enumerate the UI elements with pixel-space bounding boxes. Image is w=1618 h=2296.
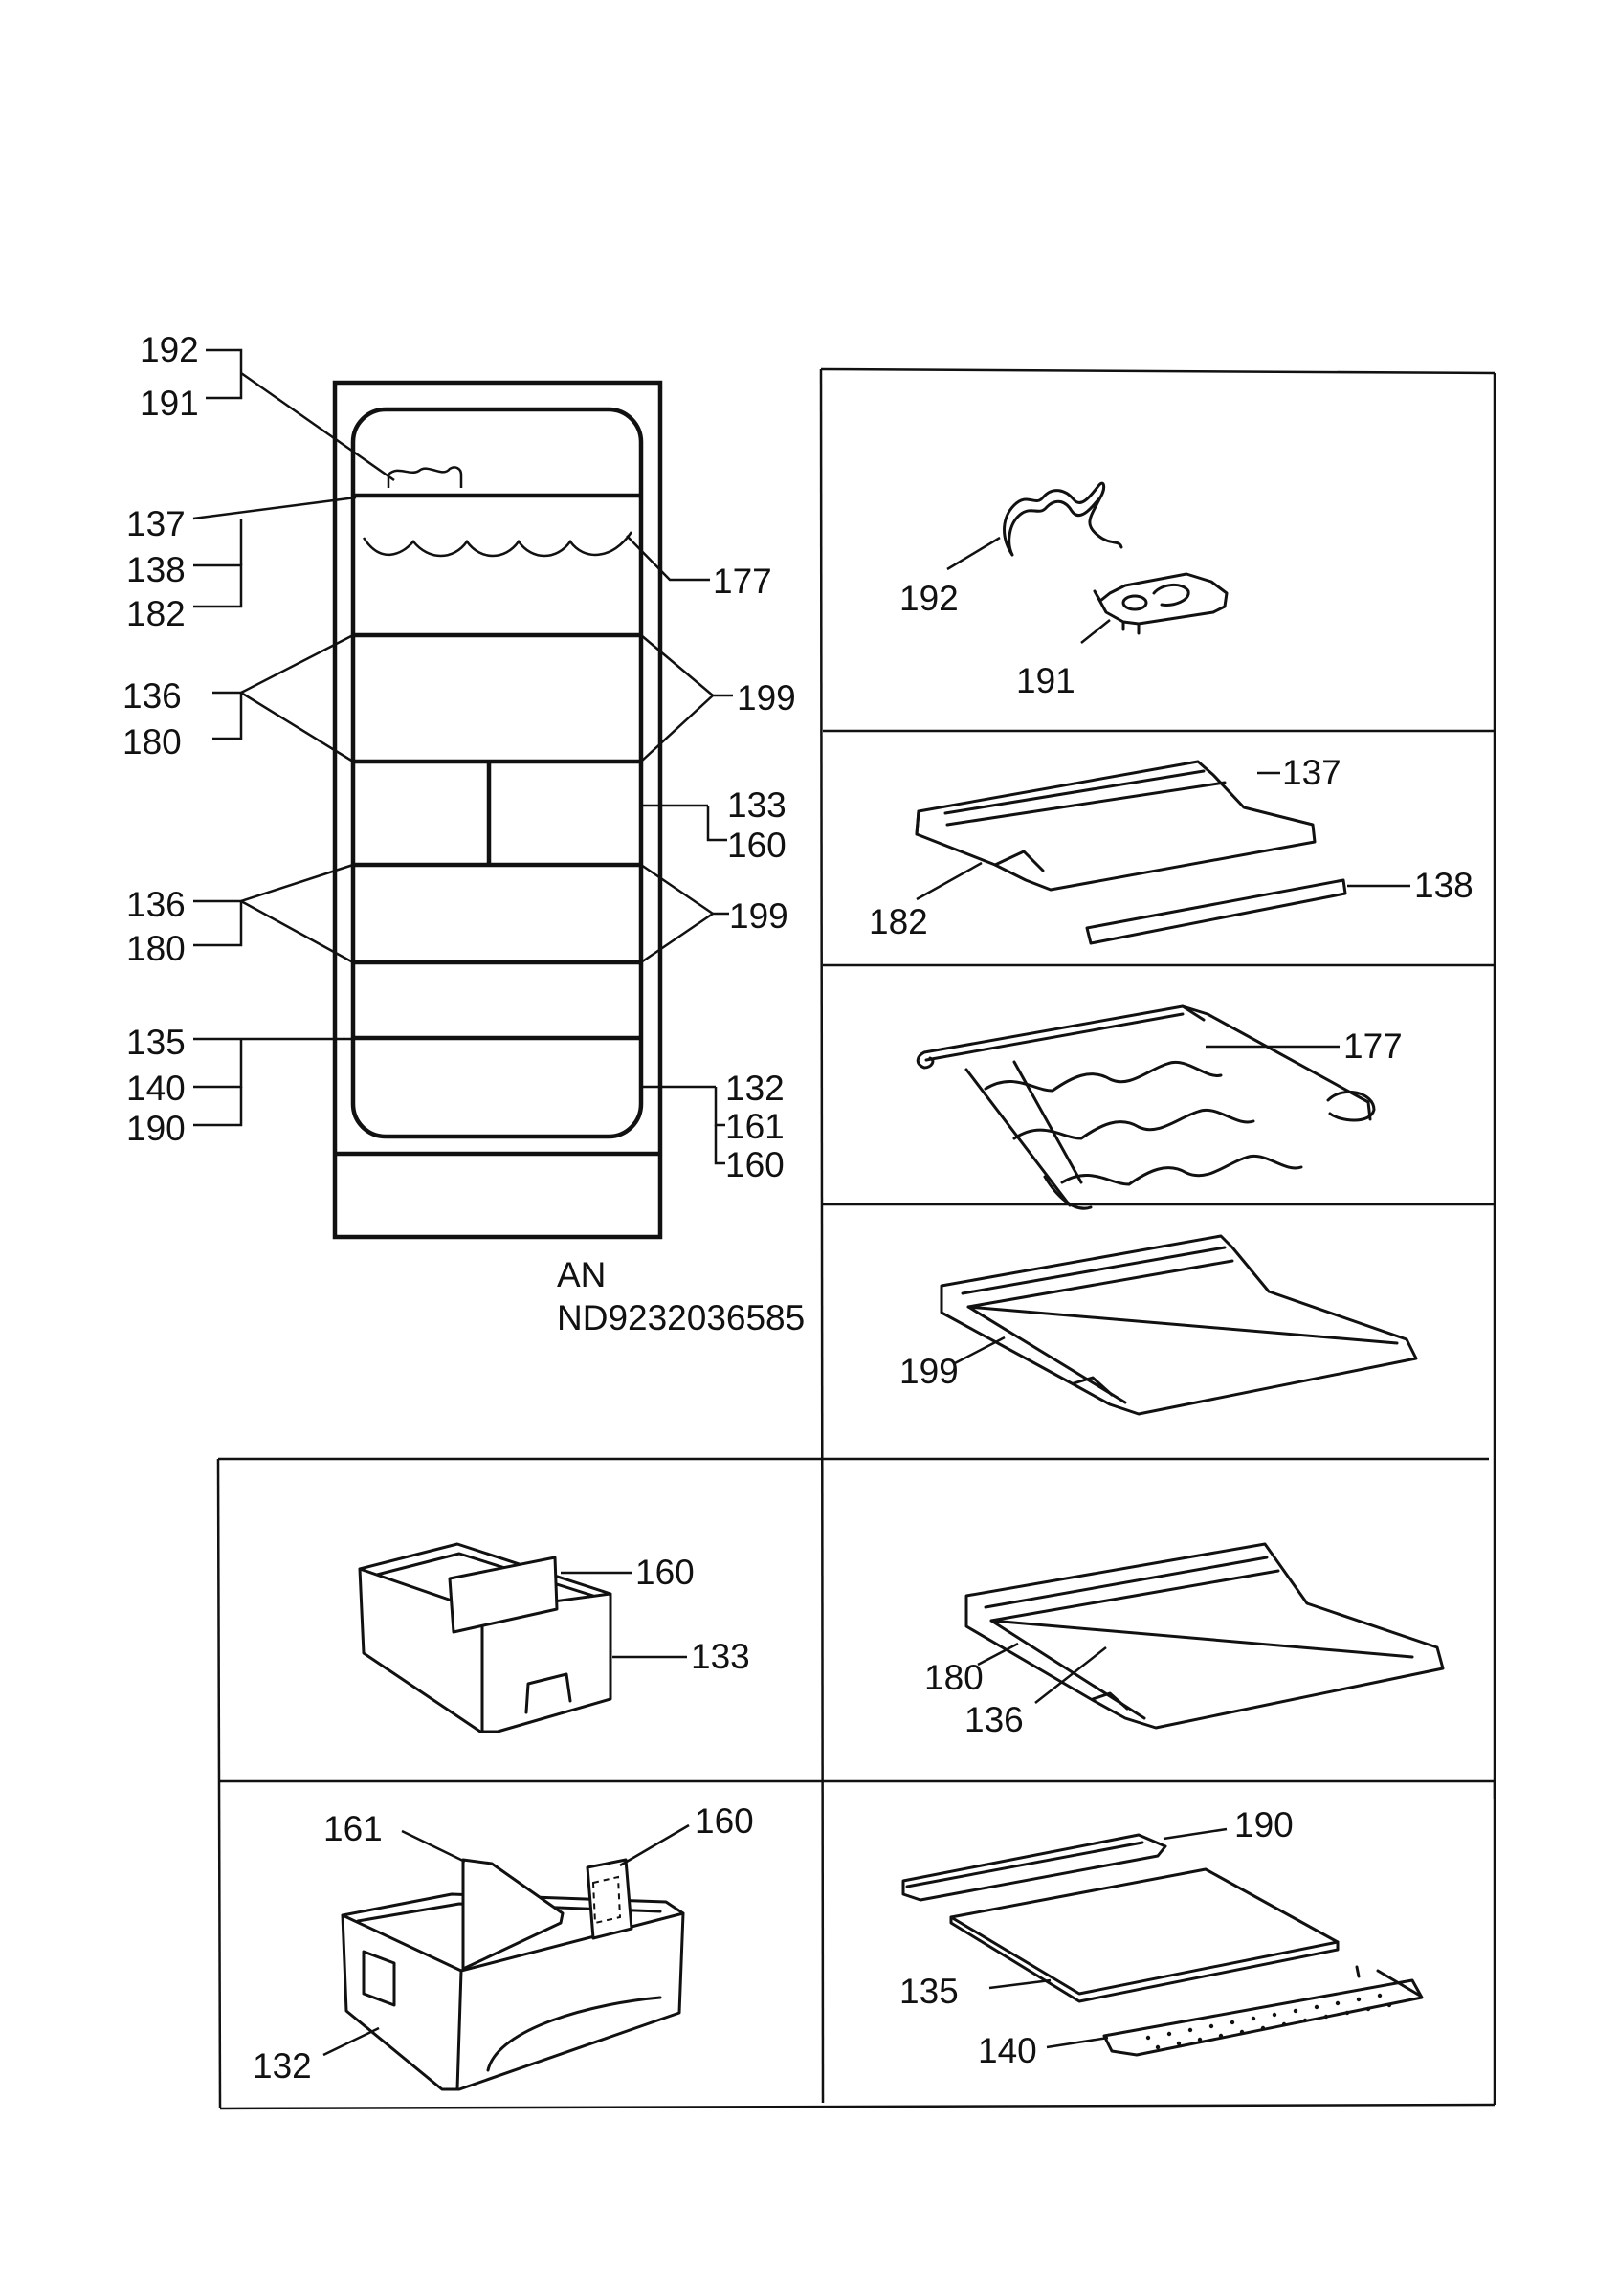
callout-192: 192 xyxy=(140,330,199,369)
panel-shelf-199: 199 xyxy=(899,1234,1418,1416)
model-line-1: AN xyxy=(557,1255,606,1294)
panel7-label-132: 132 xyxy=(253,2046,312,2086)
panel-wine-rack: 177 xyxy=(916,1004,1403,1210)
wine-rack-177-part xyxy=(916,1004,1372,1121)
callout-191: 191 xyxy=(140,384,199,423)
panel6-label-160: 160 xyxy=(635,1553,695,1592)
callout-133: 133 xyxy=(727,785,787,825)
panel7-label-160: 160 xyxy=(695,1801,754,1841)
wire-clip-part xyxy=(1003,481,1123,557)
strip-perforations xyxy=(1145,1993,1392,2050)
panel6-label-133: 133 xyxy=(691,1637,750,1676)
glass-plate-135-part xyxy=(949,1867,1340,1996)
panel5-label-180: 180 xyxy=(924,1658,984,1697)
callout-180-lower: 180 xyxy=(126,929,186,968)
callout-160-lower: 160 xyxy=(725,1145,785,1184)
callout-177: 177 xyxy=(713,562,772,601)
panel2-label-137: 137 xyxy=(1282,753,1341,792)
callout-160-upper: 160 xyxy=(727,826,787,865)
panel-glass-135: 190 135 140 xyxy=(899,1805,1424,2070)
panel7-label-161: 161 xyxy=(323,1809,383,1848)
callout-199-upper: 199 xyxy=(737,678,796,718)
callout-140: 140 xyxy=(126,1069,186,1108)
callout-138: 138 xyxy=(126,550,186,589)
model-line-2: ND9232036585 xyxy=(557,1298,805,1337)
panel-drawer-132: 161 160 132 xyxy=(253,1801,754,2091)
divider-160-part xyxy=(448,1556,559,1634)
callout-199-lower: 199 xyxy=(729,896,788,936)
panel3-label-177: 177 xyxy=(1343,1027,1403,1066)
panel8-label-135: 135 xyxy=(899,1972,959,2011)
panel-shelf-137: 137 182 138 xyxy=(869,753,1474,945)
overview-leaders xyxy=(192,348,733,1165)
overview-callouts: 192 191 137 138 182 177 136 180 199 133 … xyxy=(122,330,796,1184)
panel8-label-190: 190 xyxy=(1234,1805,1294,1844)
panel4-label-199: 199 xyxy=(899,1352,959,1391)
glass-shelf-137-part xyxy=(915,760,1317,892)
callout-190: 190 xyxy=(126,1109,186,1148)
divider-160-lower-part xyxy=(586,1858,633,1940)
callout-132: 132 xyxy=(725,1069,785,1108)
callout-136-upper: 136 xyxy=(122,676,182,716)
panel-drawer-133: 160 133 xyxy=(358,1542,750,1733)
panel1-label-191: 191 xyxy=(1016,661,1075,700)
panel5-label-136: 136 xyxy=(964,1700,1024,1739)
fridge-overview xyxy=(332,380,663,1240)
rear-strip-140-part xyxy=(1102,1978,1424,2057)
panel1-label-192: 192 xyxy=(899,579,959,618)
panel8-label-140: 140 xyxy=(978,2031,1037,2070)
callout-137: 137 xyxy=(126,504,186,543)
panel2-label-138: 138 xyxy=(1414,866,1474,905)
trim-strip-138-part xyxy=(1085,878,1347,945)
panel2-label-182: 182 xyxy=(869,902,928,941)
callout-135: 135 xyxy=(126,1023,186,1062)
panel-clip-holder: 192 191 xyxy=(899,481,1229,700)
divider-161-part xyxy=(461,1858,565,1971)
shelf-holder-part xyxy=(1093,572,1229,626)
panel-shelf-180: 180 136 xyxy=(924,1542,1445,1739)
panel-frame xyxy=(216,367,1496,2110)
callout-180-upper: 180 xyxy=(122,722,182,762)
callout-161: 161 xyxy=(725,1107,785,1146)
callout-182: 182 xyxy=(126,594,186,633)
callout-136-lower: 136 xyxy=(126,885,186,924)
